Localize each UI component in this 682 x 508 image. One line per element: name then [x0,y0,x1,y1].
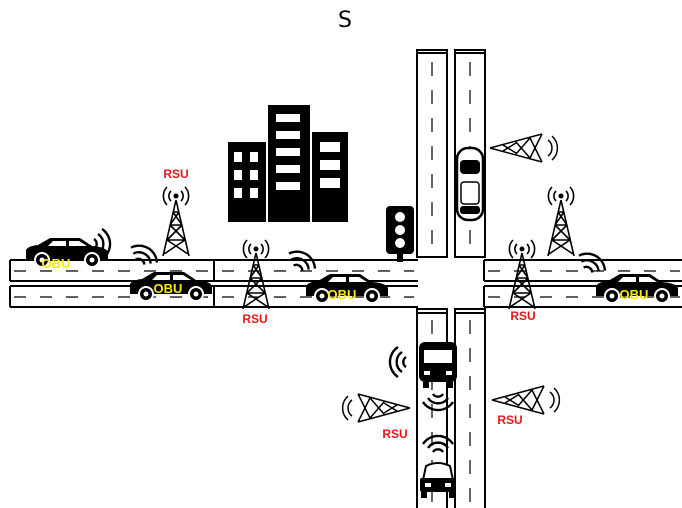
wifi-signal-icon [421,392,455,412]
radio-tower-icon [508,239,536,310]
building-icon [228,105,348,222]
wifi-signal-icon [573,247,611,279]
radio-tower-icon [547,186,575,257]
wifi-signal-icon [421,434,455,454]
traffic-light-icon [386,206,414,262]
car-icon [420,462,456,498]
radio-tower-icon [489,133,559,163]
wifi-signal-icon [125,239,163,271]
obu-label: OBU [42,256,71,271]
rsu-label: RSU [242,312,267,326]
diagram-title: S [338,8,352,33]
obu-label: OBU [620,287,649,302]
rsu-label: RSU [163,167,188,181]
radio-tower-icon [162,186,190,257]
wifi-signal-icon [388,345,408,379]
radio-tower-icon [242,239,270,310]
car-icon [455,146,485,222]
bus-icon [419,342,457,388]
obu-label: OBU [328,287,357,302]
radio-tower-icon [341,393,411,423]
obu-label: OBU [154,281,183,296]
radio-tower-icon [491,385,561,415]
rsu-label: RSU [510,309,535,323]
rsu-label: RSU [382,427,407,441]
rsu-label: RSU [497,413,522,427]
